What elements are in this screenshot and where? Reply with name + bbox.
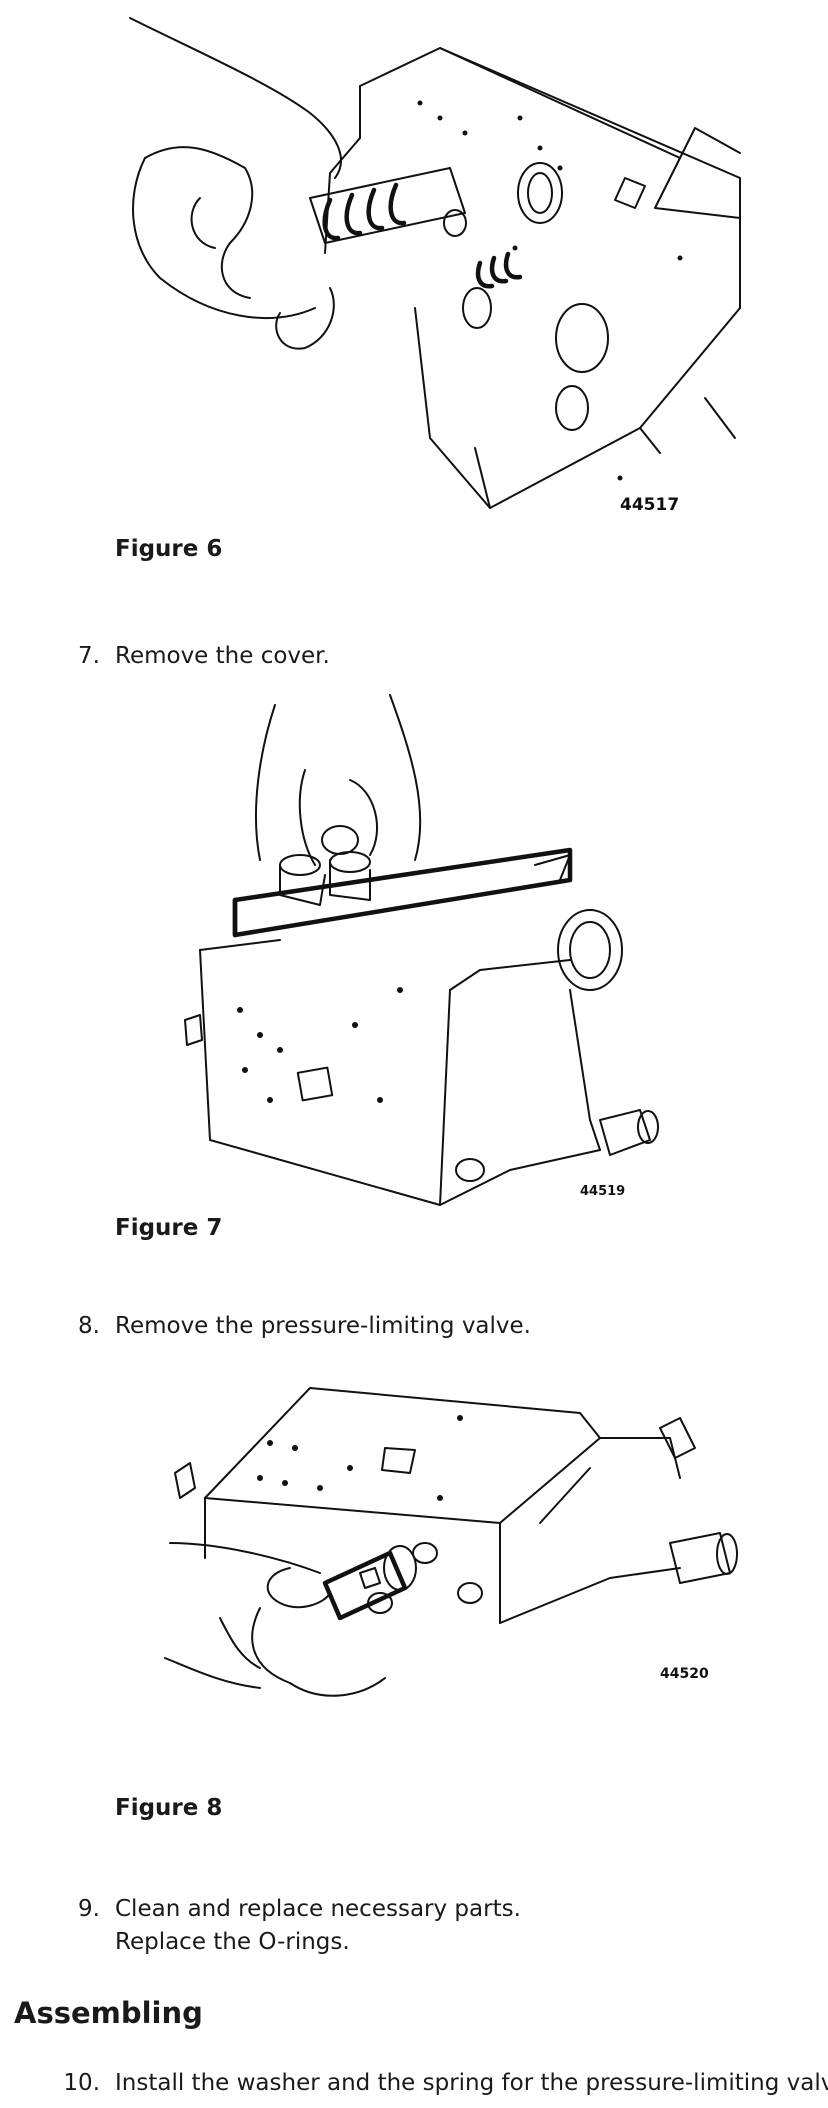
step-9-text-line-1: Clean and replace necessary parts.	[115, 1896, 521, 1922]
figure-6-number: 44517	[620, 495, 679, 515]
figure-7-illustration: 44519	[180, 690, 700, 1210]
step-8-number: 8.	[78, 1313, 100, 1339]
section-heading-assembling: Assembling	[14, 1996, 203, 2030]
step-9-number: 9.	[78, 1896, 100, 1922]
figure-8-number: 44520	[660, 1666, 709, 1682]
step-7-number: 7.	[78, 643, 100, 669]
figure-8-illustration: 44520	[160, 1368, 750, 1788]
figure-6-illustration: 44517	[120, 8, 750, 518]
step-8-text: Remove the pressure-limiting valve.	[115, 1313, 531, 1339]
step-9-text-line-2: Replace the O-rings.	[115, 1929, 350, 1955]
step-10-text: Install the washer and the spring for th…	[115, 2070, 828, 2096]
figure-8-caption: Figure 8	[115, 1795, 223, 1821]
figure-7-caption: Figure 7	[115, 1215, 223, 1241]
figure-7-number: 44519	[580, 1184, 625, 1199]
step-7-text: Remove the cover.	[115, 643, 330, 669]
figure-6-caption: Figure 6	[115, 536, 223, 562]
step-10-number: 10.	[63, 2070, 100, 2096]
